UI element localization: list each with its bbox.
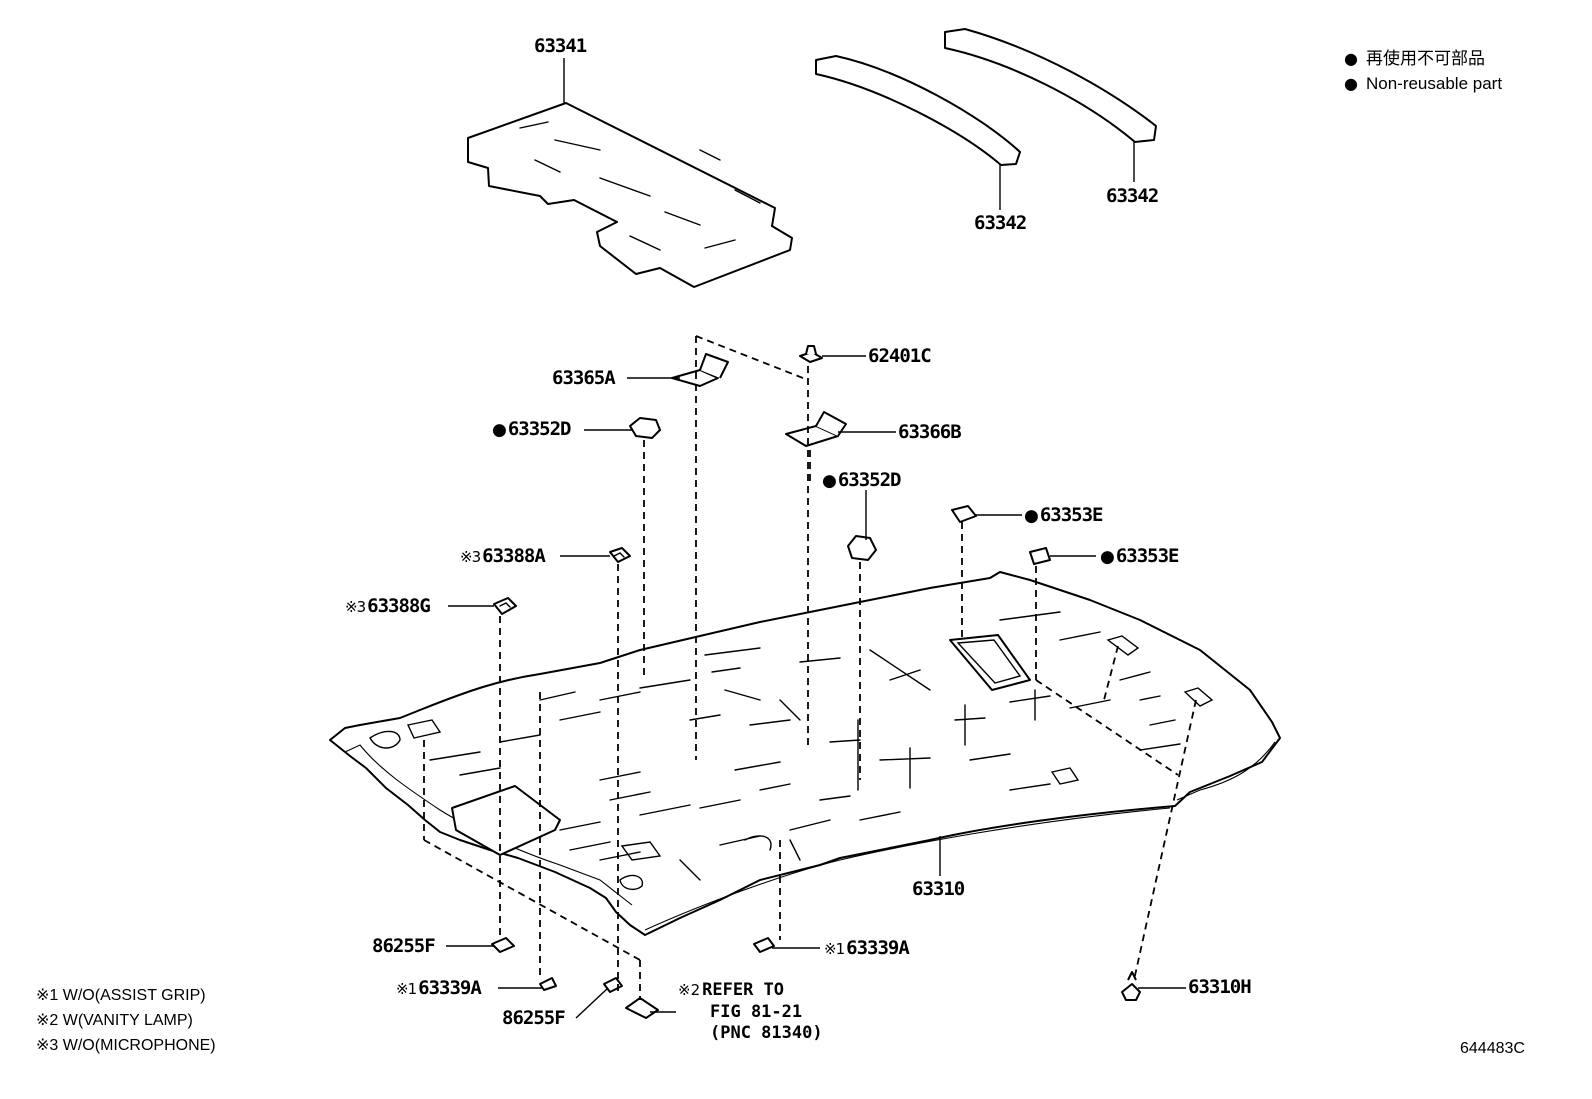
refer-note-line1-text: REFER TO — [702, 980, 785, 1000]
refer-note-line3: (PNC 81340) — [710, 1023, 823, 1043]
callout-63365A: 63365A — [552, 367, 616, 389]
callout-63310H: 63310H — [1188, 976, 1252, 998]
part-63352D-cushion-left — [629, 417, 661, 439]
part-63365A-bracket — [671, 353, 729, 387]
callout-86255F-a: 86255F — [372, 935, 436, 957]
callout-86255F-b: 86255F — [502, 1007, 566, 1029]
footnote-1: ※1 W/O(ASSIST GRIP) — [36, 987, 206, 1004]
note-mark-3: ※3 — [345, 598, 366, 616]
part-62401C-clip — [799, 345, 823, 363]
legend-en-text: Non-reusable part — [1365, 74, 1503, 93]
footnote-3: ※3 W/O(MICROPHONE) — [36, 1037, 216, 1054]
callout-62401C: 62401C — [868, 345, 932, 367]
callout-63339A-left-text: 63339A — [418, 977, 482, 999]
legend-jp: ● 再使用不可部品 — [1344, 48, 1485, 70]
assembly-dashed-lines — [423, 335, 1197, 1000]
non-reusable-dot-icon: ● — [1344, 49, 1358, 68]
note-mark-1: ※1 — [824, 940, 845, 958]
part-63339A-cover-left — [539, 977, 557, 991]
note-mark-3: ※3 — [460, 548, 481, 566]
part-63342-strip-right — [944, 28, 1157, 143]
figure-number: 644483C — [1460, 1040, 1525, 1057]
part-vanity-lamp-cover — [625, 997, 659, 1019]
callout-63352D-right: 63352D — [822, 470, 902, 491]
note-mark-1: ※1 — [396, 980, 417, 998]
part-63352D-cushion-right — [847, 535, 877, 561]
callout-63342-left: 63342 — [974, 212, 1027, 234]
callout-63352D-left: 63352D — [492, 419, 572, 440]
callout-63353E-b: 63353E — [1100, 546, 1180, 567]
note-mark-2: ※2 — [678, 981, 701, 999]
refer-note-line2: FIG 81-21 — [710, 1002, 803, 1022]
part-63388A-holder — [609, 547, 631, 563]
part-63339A-cover-right — [753, 937, 775, 953]
part-63353E-pad-b — [1029, 547, 1051, 565]
part-63366B-bracket — [785, 411, 847, 447]
part-63388G-holder — [493, 597, 517, 615]
footnote-2: ※2 W(VANITY LAMP) — [36, 1012, 193, 1029]
legend-en: ● Non-reusable part — [1344, 73, 1502, 95]
callout-63341: 63341 — [534, 35, 587, 57]
leader-lines — [446, 58, 1186, 1019]
callout-63353E-a: 63353E — [1024, 505, 1104, 526]
non-reusable-dot-icon: ● — [1344, 74, 1358, 93]
part-63310H-clip — [1121, 971, 1141, 1001]
callout-63342-right: 63342 — [1106, 185, 1159, 207]
part-86255F-clip-b — [603, 977, 623, 993]
callout-63339A-right-text: 63339A — [846, 937, 910, 959]
part-63353E-pad-a — [951, 505, 977, 523]
callout-63388G-text: 63388G — [367, 595, 431, 617]
callout-63310: 63310 — [912, 878, 965, 900]
part-86255F-clip-a — [491, 937, 515, 953]
callout-63366B: 63366B — [898, 421, 962, 443]
callout-63388A-text: 63388A — [482, 545, 546, 567]
legend-jp-text: 再使用不可部品 — [1365, 49, 1485, 68]
part-63341-pad — [467, 102, 793, 288]
part-63310-headliner — [329, 571, 1281, 936]
part-63342-strip-left — [815, 55, 1021, 166]
